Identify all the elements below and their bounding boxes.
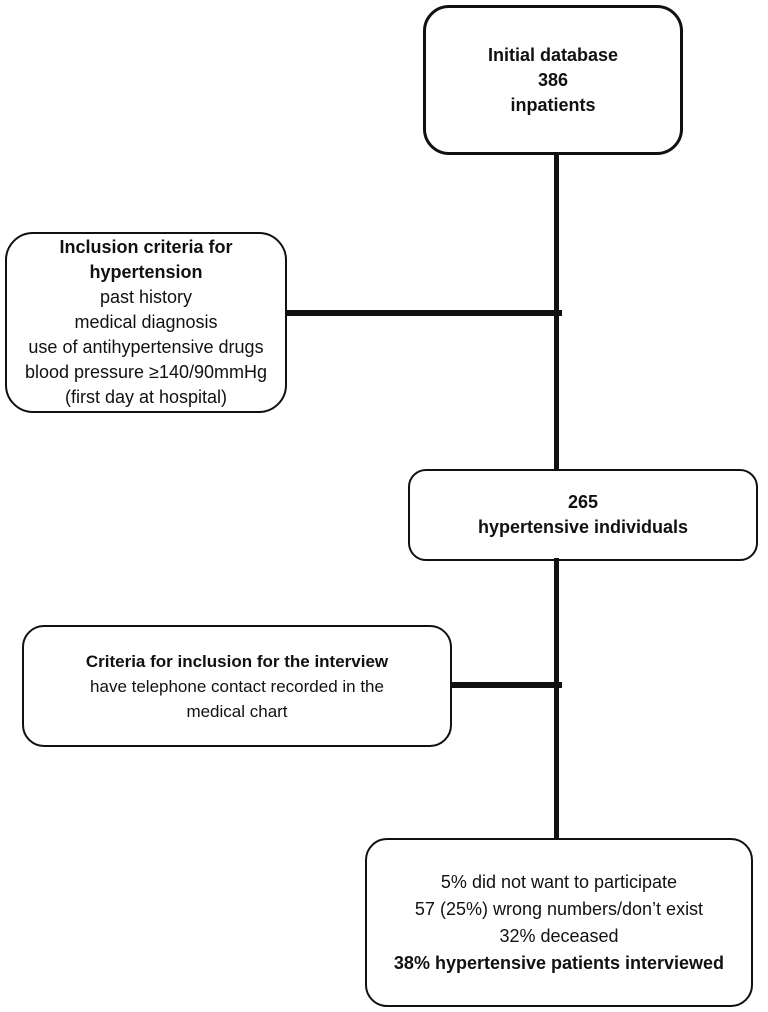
interview-criteria-item-line1: have telephone contact recorded in the [90, 676, 384, 696]
outcome-interviewed: 38% hypertensive patients interviewed [393, 952, 725, 973]
box-hypertensive-individuals: 265 hypertensive individuals [408, 469, 758, 561]
inclusion-item-blood-pressure: blood pressure ≥140/90mmHg [24, 362, 267, 382]
interview-criteria-title: Criteria for inclusion for the interview [85, 651, 389, 671]
initial-database-title: Initial database [487, 44, 619, 65]
hypertensive-label: hypertensive individuals [477, 517, 689, 537]
box-inclusion-criteria-hypertension: Inclusion criteria for hypertension past… [5, 232, 287, 413]
box-interview-criteria: Criteria for inclusion for the interview… [22, 625, 452, 747]
inclusion-item-past-history: past history [99, 287, 193, 307]
hypertensive-count: 265 [567, 492, 599, 512]
inclusion-item-medical-diagnosis: medical diagnosis [74, 312, 218, 332]
inclusion-title-line2: hypertension [89, 262, 203, 282]
inclusion-item-first-day: (first day at hospital) [64, 387, 228, 407]
interview-criteria-item-line2: medical chart [186, 701, 288, 721]
connector-horizontal-inclusion [285, 310, 562, 316]
initial-database-count: 386 [537, 69, 569, 90]
connector-vertical-bottom [554, 558, 559, 841]
box-initial-database: Initial database 386 inpatients [423, 5, 683, 155]
box-interview-outcomes: 5% did not want to participate 57 (25%) … [365, 838, 753, 1007]
outcome-deceased: 32% deceased [499, 925, 619, 946]
inclusion-item-antihypertensive-drugs: use of antihypertensive drugs [28, 337, 264, 357]
initial-database-unit: inpatients [510, 94, 596, 115]
inclusion-title-line1: Inclusion criteria for [59, 237, 233, 257]
connector-horizontal-interview [450, 682, 562, 688]
outcome-wrong-numbers: 57 (25%) wrong numbers/don’t exist [414, 898, 704, 919]
outcome-did-not-participate: 5% did not want to participate [440, 871, 678, 892]
